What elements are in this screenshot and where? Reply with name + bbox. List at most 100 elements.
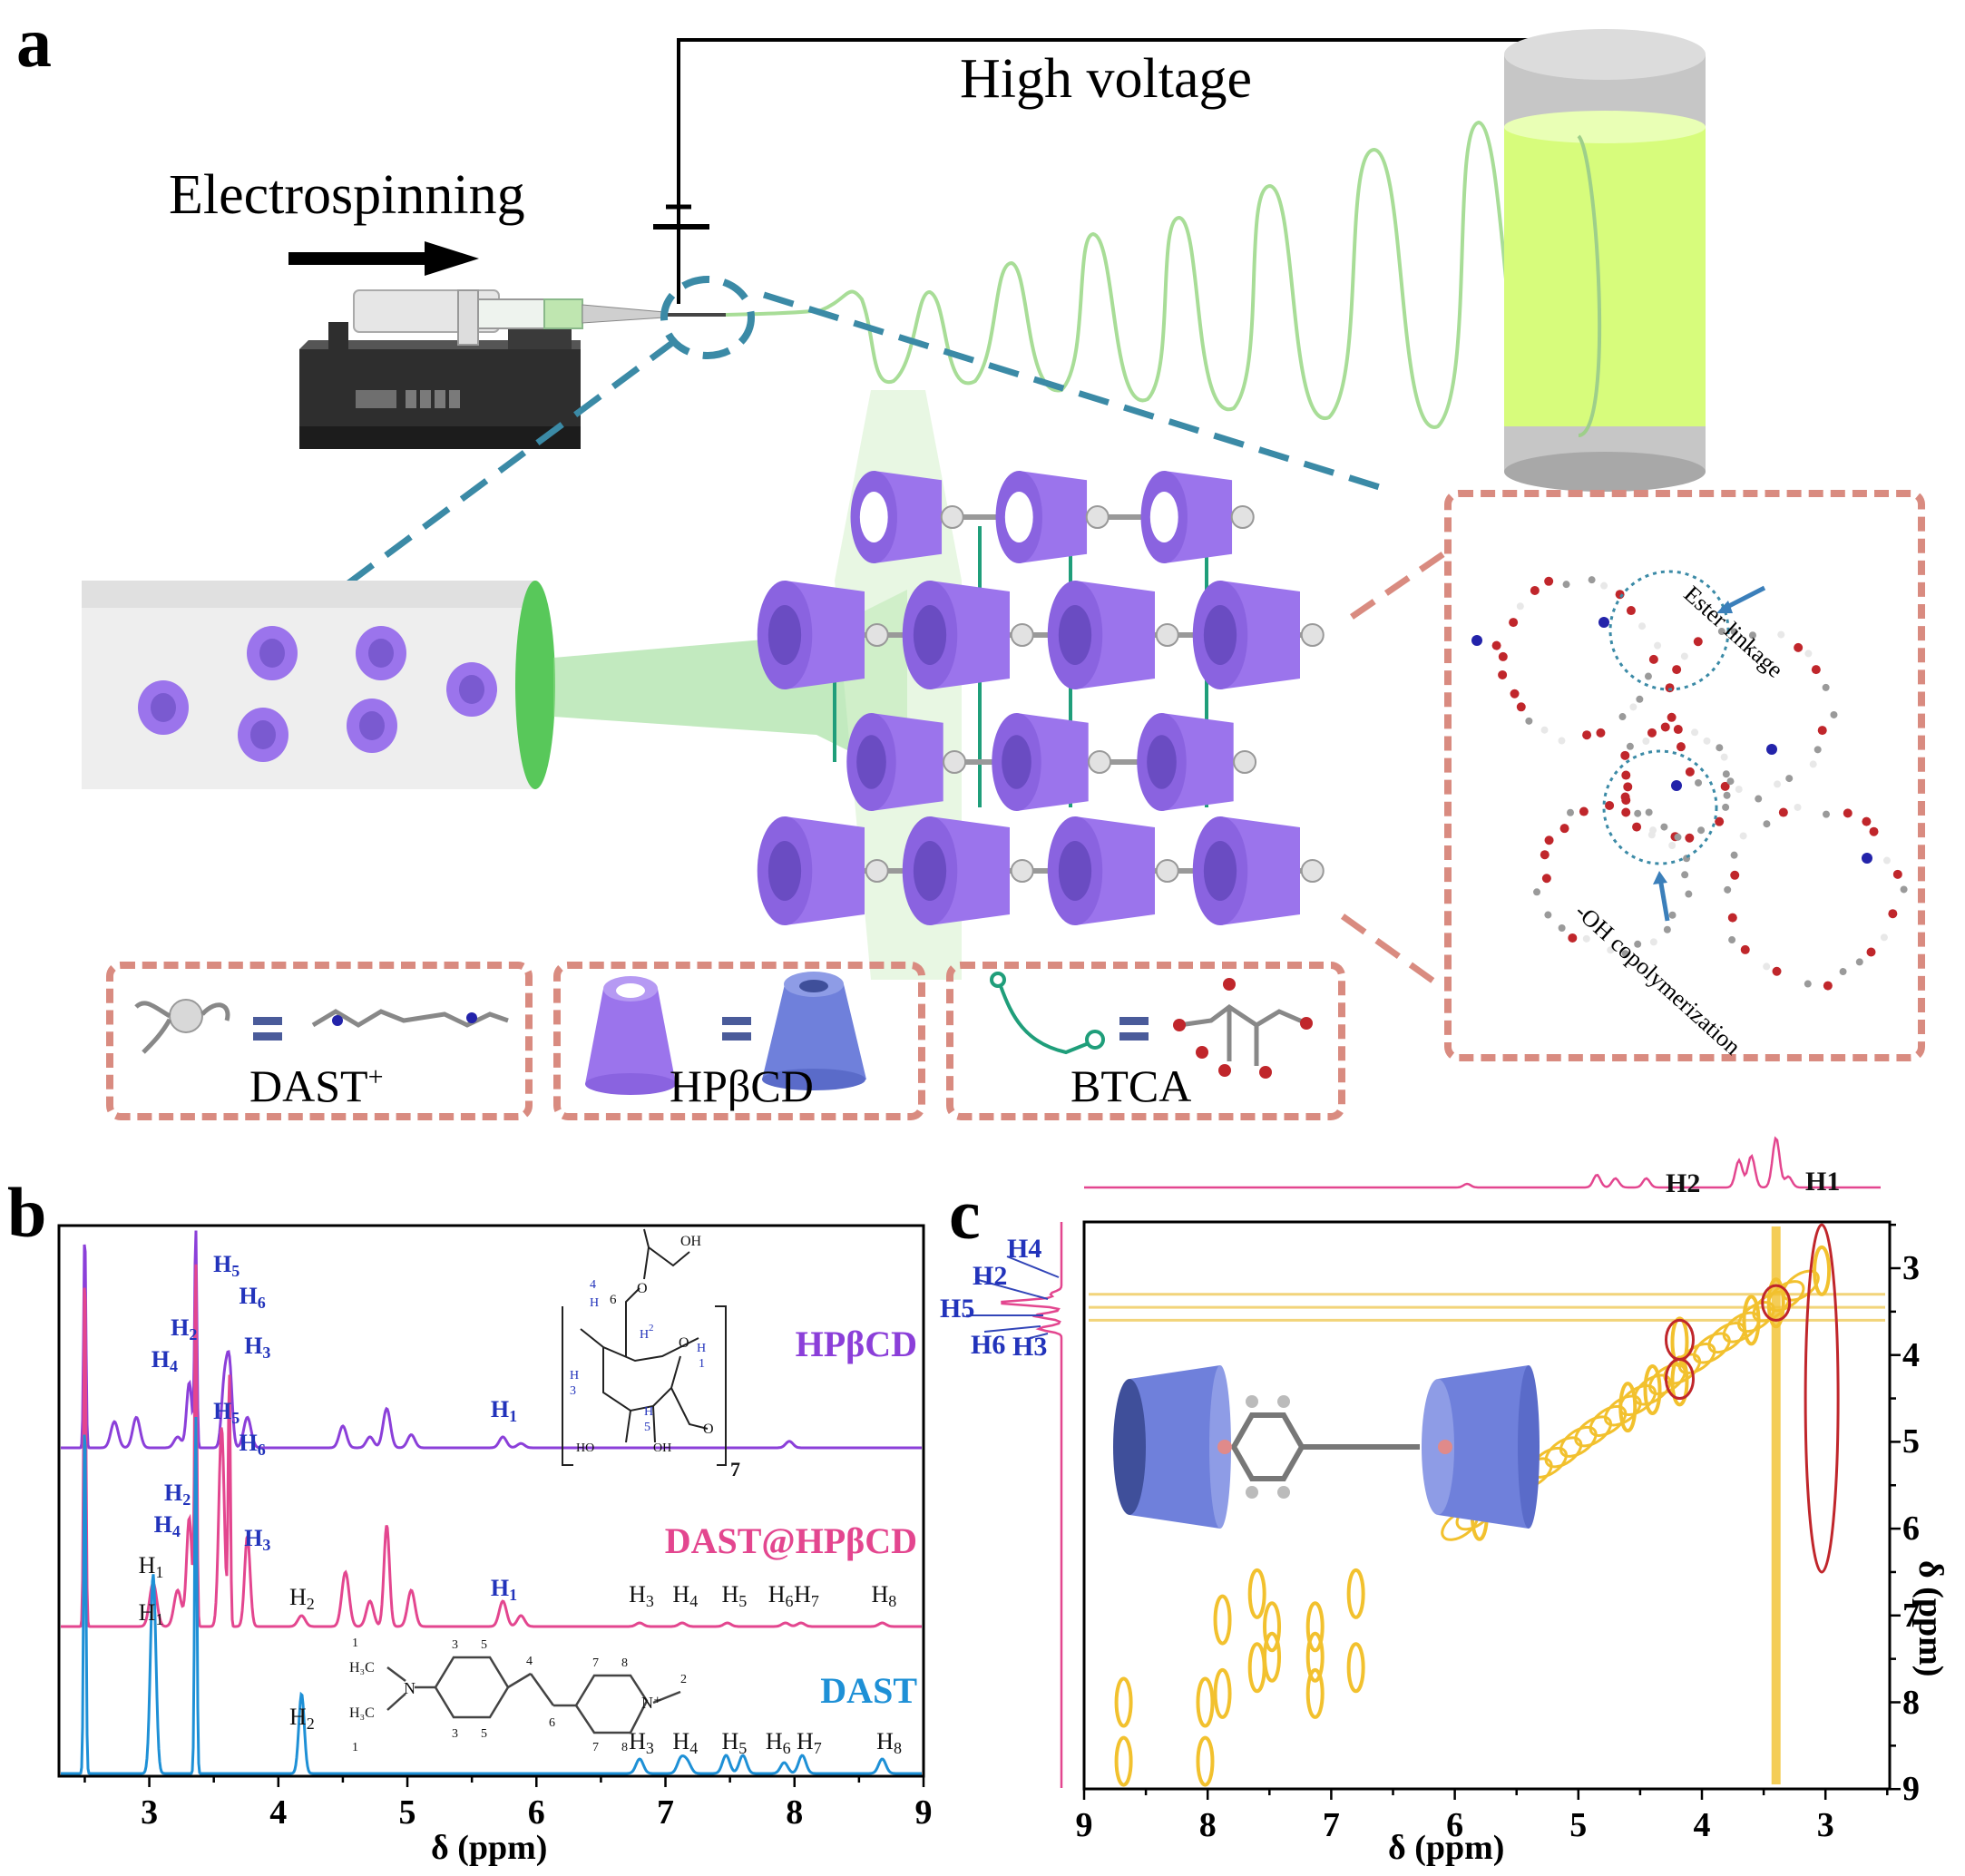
highlight-ellipse [1664, 1318, 1695, 1361]
high-voltage-label: High voltage [960, 48, 1252, 110]
x-tick-label: 6 [527, 1793, 545, 1832]
nitrogen-atom [1598, 617, 1609, 628]
peak-label-sub: 8 [888, 1592, 897, 1610]
atom [1822, 683, 1830, 691]
legend-label-dast-charge: + [367, 1061, 384, 1092]
oh-arrow-icon [1657, 877, 1670, 922]
atom [1763, 962, 1771, 971]
peak-label: H1 [138, 1552, 164, 1581]
cross-peak [1305, 1601, 1325, 1653]
atom [1720, 753, 1728, 761]
atom [1739, 832, 1747, 840]
peak-label-sub: 4 [170, 1357, 179, 1375]
peak-label: H3 [244, 1527, 270, 1554]
atom [1720, 781, 1730, 791]
peak-label-main: H [164, 1480, 183, 1506]
atom [1498, 651, 1508, 661]
peak-label: H7 [796, 1728, 822, 1757]
atom [1540, 726, 1549, 734]
cyclodextrin-cone-icon [1047, 581, 1179, 689]
left-label-h4: H4 [1007, 1234, 1042, 1264]
cross-peak [1346, 1568, 1365, 1619]
btca-molecule-icon [1173, 978, 1313, 1079]
atom [1722, 770, 1730, 778]
atom [1880, 933, 1888, 942]
svg-text:OH: OH [653, 1441, 671, 1455]
atom [1621, 807, 1631, 817]
peak-label-main: H [213, 1251, 232, 1277]
atom [1680, 652, 1688, 660]
peak-label-main: H [138, 1552, 156, 1578]
peak-label-main: H [721, 1728, 739, 1754]
diagonal-peak [1589, 1404, 1628, 1437]
atom [1681, 871, 1689, 879]
atom [1715, 816, 1725, 826]
peak-label: H6 [240, 1285, 266, 1312]
atom [1644, 672, 1652, 680]
legend-box-dast [106, 962, 533, 1120]
atom [1695, 778, 1703, 787]
peak-label: H5 [213, 1400, 240, 1427]
atom [1621, 770, 1631, 780]
svg-text:8: 8 [621, 1741, 628, 1754]
peak-label-main: H [876, 1728, 894, 1754]
diagonal-peak [1633, 1373, 1672, 1406]
svg-text:6: 6 [549, 1716, 555, 1730]
atom [1663, 925, 1671, 933]
peak-label-sub: 2 [189, 1325, 198, 1343]
y-tick-label: 7 [1902, 1596, 1920, 1635]
atom [1491, 640, 1501, 650]
highlight-ellipse [1664, 1357, 1695, 1401]
cyclodextrin-cone-icon [902, 581, 1034, 689]
svg-text:3: 3 [452, 1638, 458, 1652]
btca-chain-icon [990, 972, 1105, 1055]
atom [1866, 947, 1876, 957]
svg-text:H: H [697, 1342, 706, 1355]
x-tick-label: 5 [1569, 1806, 1588, 1844]
atom [1607, 946, 1615, 954]
highlight-ellipse [1804, 1223, 1840, 1574]
peak-label: H4 [672, 1581, 699, 1610]
peak-label-sub: 1 [509, 1407, 518, 1425]
svg-text:5: 5 [644, 1421, 650, 1434]
peak-label-sub: 4 [689, 1592, 699, 1610]
atom [1778, 807, 1788, 817]
panel-a-letter: a [16, 3, 52, 82]
peak-label-main: H [153, 1511, 172, 1538]
zoom-dash-line-1 [762, 291, 1390, 493]
peak-label: H1 [491, 1398, 518, 1425]
atom [1620, 792, 1630, 802]
peak-label-main: H [151, 1346, 171, 1373]
legend-label-dast-text: DAST [249, 1060, 368, 1111]
dast-cation-icon [134, 999, 230, 1054]
svg-text:OH: OH [680, 1234, 702, 1249]
atom [1685, 767, 1695, 777]
svg-text:O: O [637, 1281, 648, 1296]
svg-text:HO: HO [576, 1441, 594, 1455]
series-label-dast-hpbcd: DAST@HPβCD [664, 1520, 917, 1561]
collector-drum-icon [1504, 29, 1706, 492]
atom [1676, 742, 1686, 752]
peak-label-main: H [672, 1581, 690, 1607]
atom [1900, 885, 1908, 894]
cross-peak [1305, 1631, 1325, 1683]
atom [1862, 816, 1872, 826]
atom [1811, 665, 1821, 675]
equals-icon-2 [722, 1017, 751, 1041]
atom [1888, 909, 1898, 919]
cyclodextrin-cone-icon [1192, 581, 1325, 689]
x-tick-label: 9 [1075, 1806, 1093, 1844]
atom [1813, 746, 1822, 754]
svg-text:7: 7 [592, 1741, 599, 1754]
leader-line [1029, 1333, 1049, 1339]
diagonal-peak [1618, 1383, 1657, 1416]
svg-text:4: 4 [590, 1278, 596, 1292]
cross-peak [1346, 1642, 1365, 1694]
atom [1605, 800, 1615, 810]
peak-label: H6 [766, 1730, 791, 1757]
peak-label-main: H [796, 1728, 814, 1754]
svg-text:3: 3 [570, 1384, 576, 1398]
nitrogen-atom [1766, 744, 1777, 755]
atom [1668, 842, 1677, 850]
atom [1730, 870, 1740, 880]
